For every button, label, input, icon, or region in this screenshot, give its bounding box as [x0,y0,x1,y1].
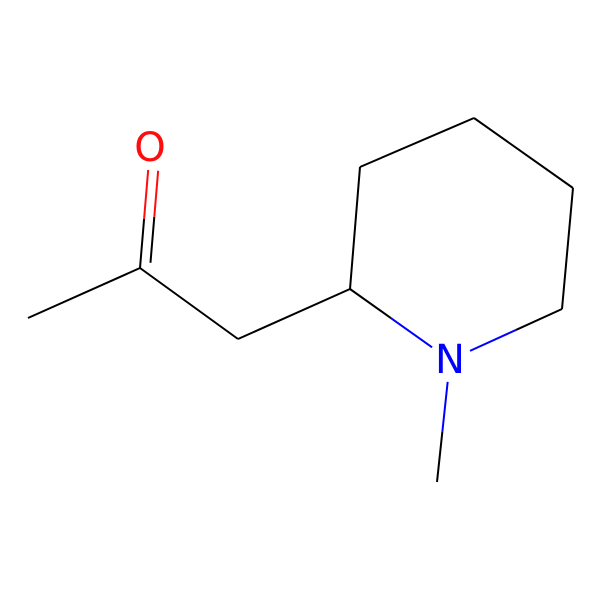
bond-a5-a6 [359,117,475,168]
bond-a1-a0-line-1-half-b [143,169,150,220]
atom-label-o: O [134,125,165,171]
bond-a3-a4 [237,288,351,340]
bond-a1-a2 [27,267,141,319]
bond-a9-a10-half-b [436,431,444,483]
bond-a8-a9-half-b [469,329,517,352]
bond-a9-a10-half-a [441,381,449,433]
bond-a4-a5 [349,166,361,290]
bond-a1-a0-line-2-half-a [149,216,156,263]
bond-a9-a4-half-a [390,317,433,349]
bond-a9-a4-half-b [349,288,392,319]
bond-a1-a0-line-1-half-a [139,218,146,269]
bond-a1-a3 [139,267,239,340]
bond-a7-a8 [561,187,574,310]
bond-a1-a0-line-2-half-b [153,170,160,217]
bond-a6-a7 [473,117,574,189]
atom-label-n: N [435,337,465,383]
bond-a8-a9-half-a [515,308,563,331]
atom-labels-layer: ON [134,125,465,383]
bonds-layer [27,117,574,483]
